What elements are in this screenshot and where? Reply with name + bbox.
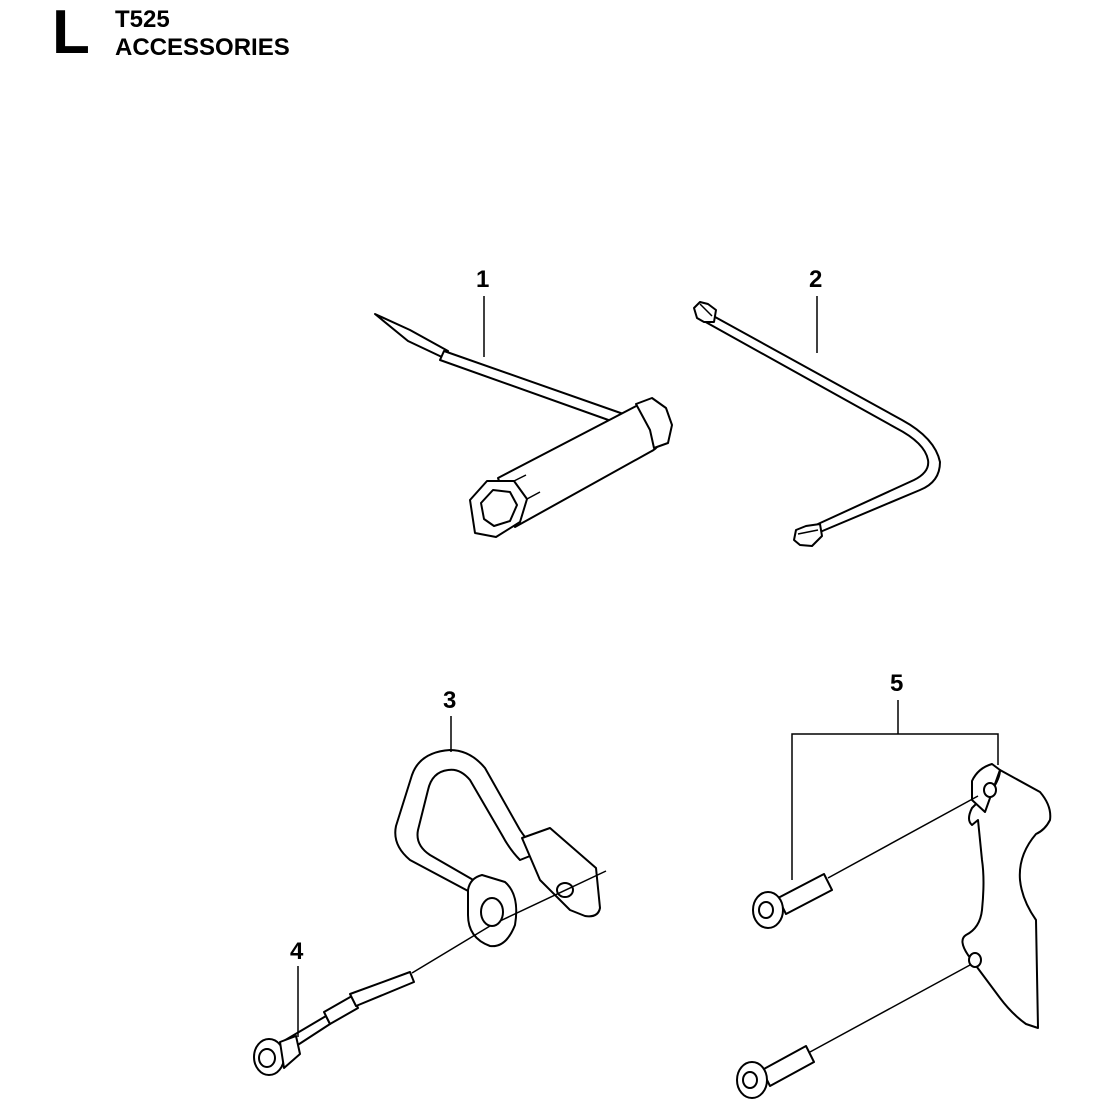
callout-2: 2 [809, 266, 823, 293]
combination-spanner-icon [374, 313, 673, 538]
callout-4: 4 [290, 938, 304, 965]
strap-guard-with-screws-icon [736, 763, 1052, 1099]
hook-icon [394, 749, 607, 948]
page-title: ACCESSORIES [115, 34, 290, 61]
callout-5: 5 [890, 670, 904, 697]
callout-5-leader [791, 733, 999, 880]
bolt-icon [253, 925, 491, 1076]
callout-3: 3 [443, 687, 457, 714]
torx-key-icon [693, 301, 941, 547]
model-code: T525 [115, 6, 170, 33]
callout-1: 1 [476, 266, 490, 293]
section-letter: L [52, 0, 90, 67]
